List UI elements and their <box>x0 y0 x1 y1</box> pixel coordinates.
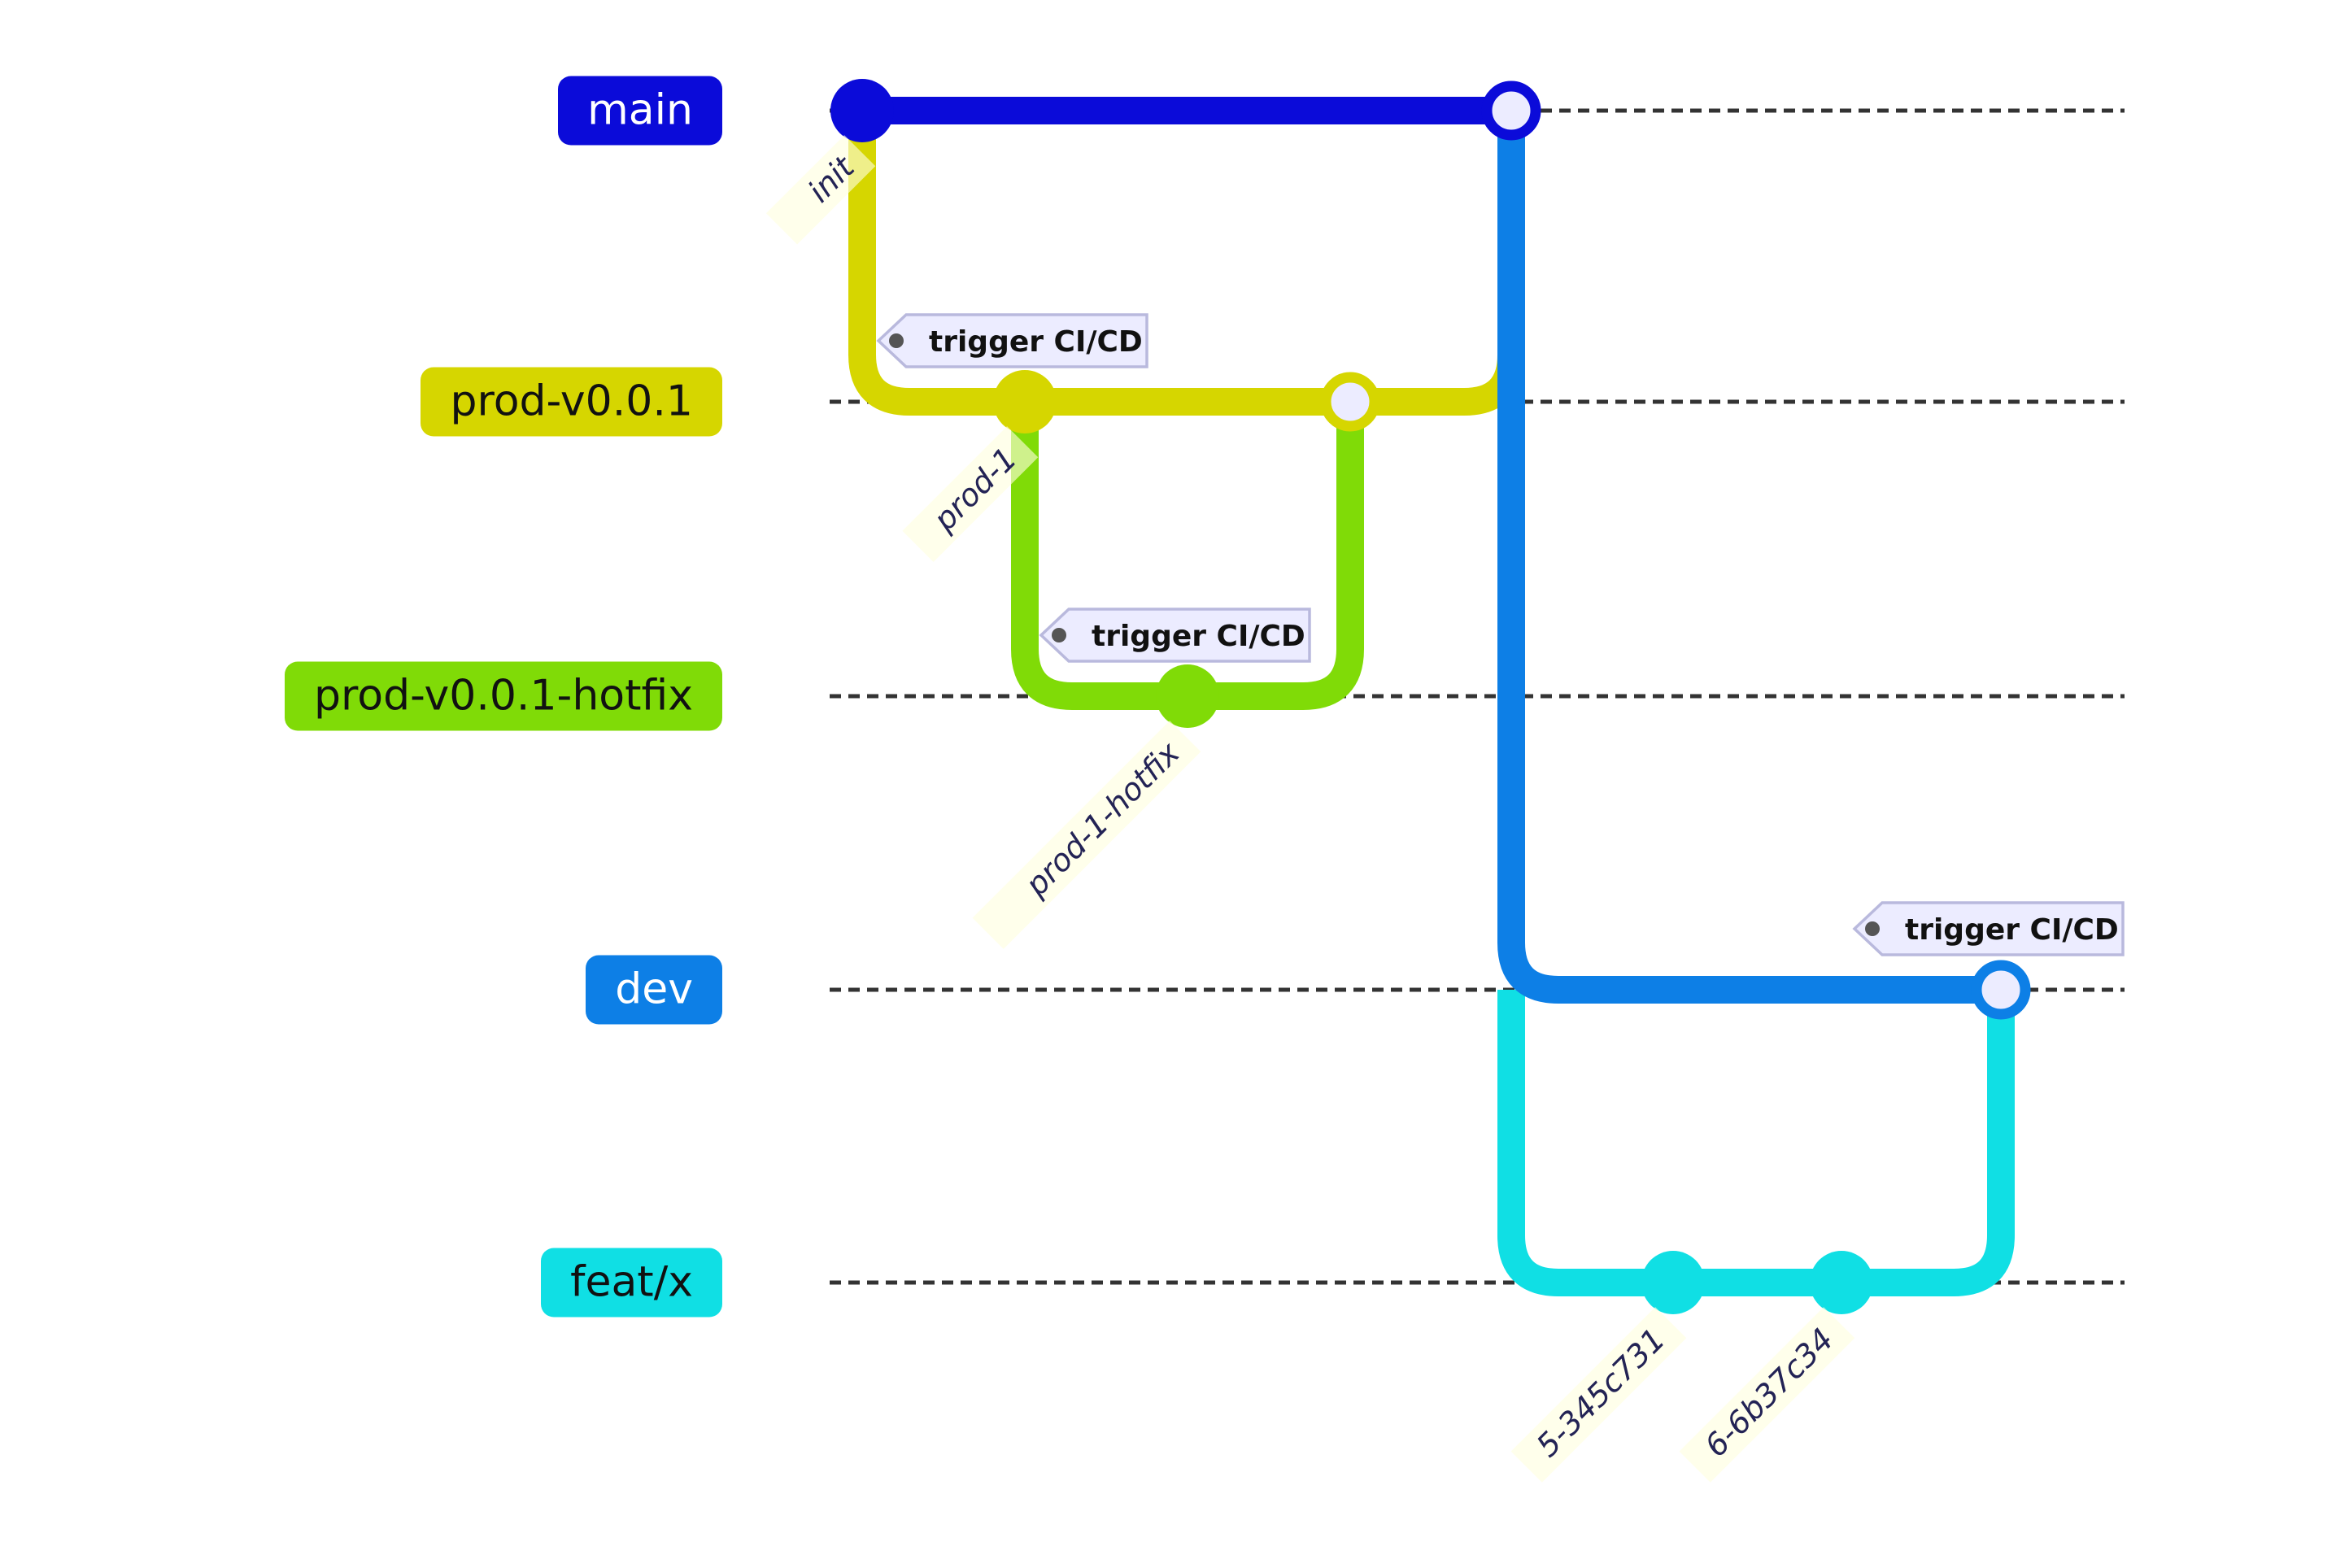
commit-dot-6-6b37c34 <box>1810 1251 1873 1314</box>
tag-merge-feat-into-dev: trigger CI/CD <box>1852 901 2125 956</box>
tag-shape-prod-1 <box>876 313 1148 368</box>
merge-commit-dot-merge-hotfix-into-prod <box>1320 372 1380 432</box>
tag-shape-merge-feat-into-dev <box>1852 901 2125 956</box>
commit-label-5-345c731: 5-345c731 <box>1510 1307 1687 1483</box>
commit-label-bg-5-345c731 <box>1510 1307 1687 1483</box>
tag-shape-prod-1-hotfix <box>1039 608 1311 663</box>
commit-label-bg-init <box>765 135 876 245</box>
branch-label-dev: dev <box>586 955 722 1025</box>
merge-commit-dot-merge-prod-into-main <box>1481 81 1541 141</box>
tag-text-prod-1-hotfix: trigger CI/CD <box>1092 620 1305 653</box>
tag-hole-icon <box>889 333 904 348</box>
commit-label-6-6b37c34: 6-6b37c34 <box>1679 1307 1855 1483</box>
commit-dot-5-345c731 <box>1641 1251 1705 1314</box>
commit-label-bg-6-6b37c34 <box>1679 1307 1855 1483</box>
tag-prod-1: trigger CI/CD <box>876 313 1148 368</box>
branch-label-prod-v0-0-1-hotfix: prod-v0.0.1-hotfix <box>285 661 722 731</box>
commit-label-text-5-345c731: 5-345c731 <box>1529 1322 1671 1464</box>
branch-label-feat-x: feat/x <box>541 1248 722 1318</box>
merge-commit-dot-merge-feat-into-dev <box>1971 960 2031 1020</box>
commit-label-prod-1-hotfix: prod-1-hotfix <box>972 721 1201 949</box>
commit-label-text-prod-1: prod-1 <box>926 441 1023 538</box>
commit-dot-prod-1 <box>993 370 1057 433</box>
commit-label-bg-prod-1 <box>902 426 1039 562</box>
branch-label-main: main <box>558 76 722 146</box>
commit-label-text-6-6b37c34: 6-6b37c34 <box>1698 1322 1840 1464</box>
tag-text-merge-feat-into-dev: trigger CI/CD <box>1905 913 2119 947</box>
commit-dot-prod-1-hotfix <box>1156 664 1219 728</box>
branch-path-feat-branch <box>1497 990 2015 1296</box>
tag-hole-icon <box>1052 628 1066 642</box>
branch-label-prod-v0-0-1: prod-v0.0.1 <box>421 367 722 437</box>
tag-hole-icon <box>1865 921 1880 936</box>
branch-path-dev-branch <box>1497 111 2001 1004</box>
tag-text-prod-1: trigger CI/CD <box>929 325 1143 359</box>
commit-label-bg-prod-1-hotfix <box>972 721 1201 949</box>
commit-dot-init <box>830 79 894 142</box>
commit-label-text-prod-1-hotfix: prod-1-hotfix <box>1018 734 1187 904</box>
tag-prod-1-hotfix: trigger CI/CD <box>1039 608 1311 663</box>
